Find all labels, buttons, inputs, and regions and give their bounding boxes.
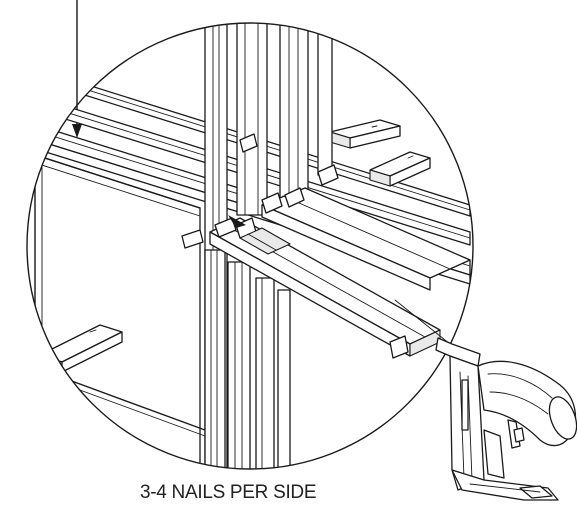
left-panel — [27, 149, 201, 469]
detail-magnifier-circle — [26, 22, 474, 470]
right-back-blocks — [329, 119, 431, 187]
vertical-post-center — [236, 23, 268, 216]
nail-gun-icon — [435, 337, 577, 501]
lower-vertical-posts — [204, 249, 291, 469]
nail-point-arrow-icon — [228, 215, 246, 228]
front-cross-rail — [261, 187, 471, 291]
nails-per-side-caption: 3-4 NAILS PER SIDE — [140, 482, 317, 503]
center-cavity — [239, 227, 291, 255]
joint-clips — [181, 133, 409, 359]
